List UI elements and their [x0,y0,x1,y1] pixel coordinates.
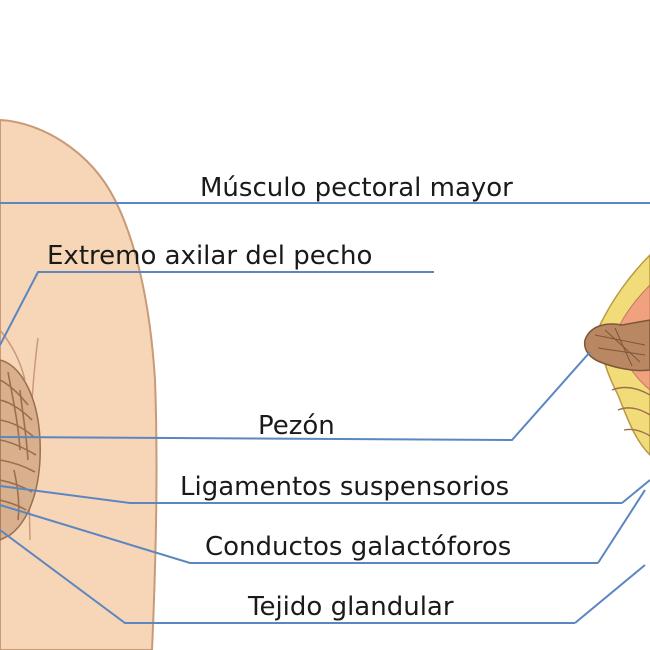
label-glandular-tissue: Tejido glandular [247,592,454,622]
label-pectoral-muscle: Músculo pectoral mayor [200,173,513,203]
leader-ligaments-left [0,485,622,504]
leader-tissue-left [0,529,575,624]
leader-lines [0,202,650,624]
leader-nipple [0,351,591,442]
leader-ducts-left [0,504,598,564]
chest-fold-line [0,329,26,381]
label-nipple: Pezón [258,411,335,441]
leader-tissue-right [574,564,646,624]
label-axillary-tail: Extremo axilar del pecho [47,241,372,271]
leader-ducts-right [597,489,646,564]
leader-axillary [0,271,434,346]
mammary-gland-front [0,359,41,541]
breast-side-view [583,253,650,457]
label-lactiferous-ducts: Conductos galactóforos [205,532,511,562]
leader-ligaments-right [621,479,650,504]
nipple-side [583,319,650,372]
label-suspensory-ligaments: Ligamentos suspensorios [180,472,509,502]
